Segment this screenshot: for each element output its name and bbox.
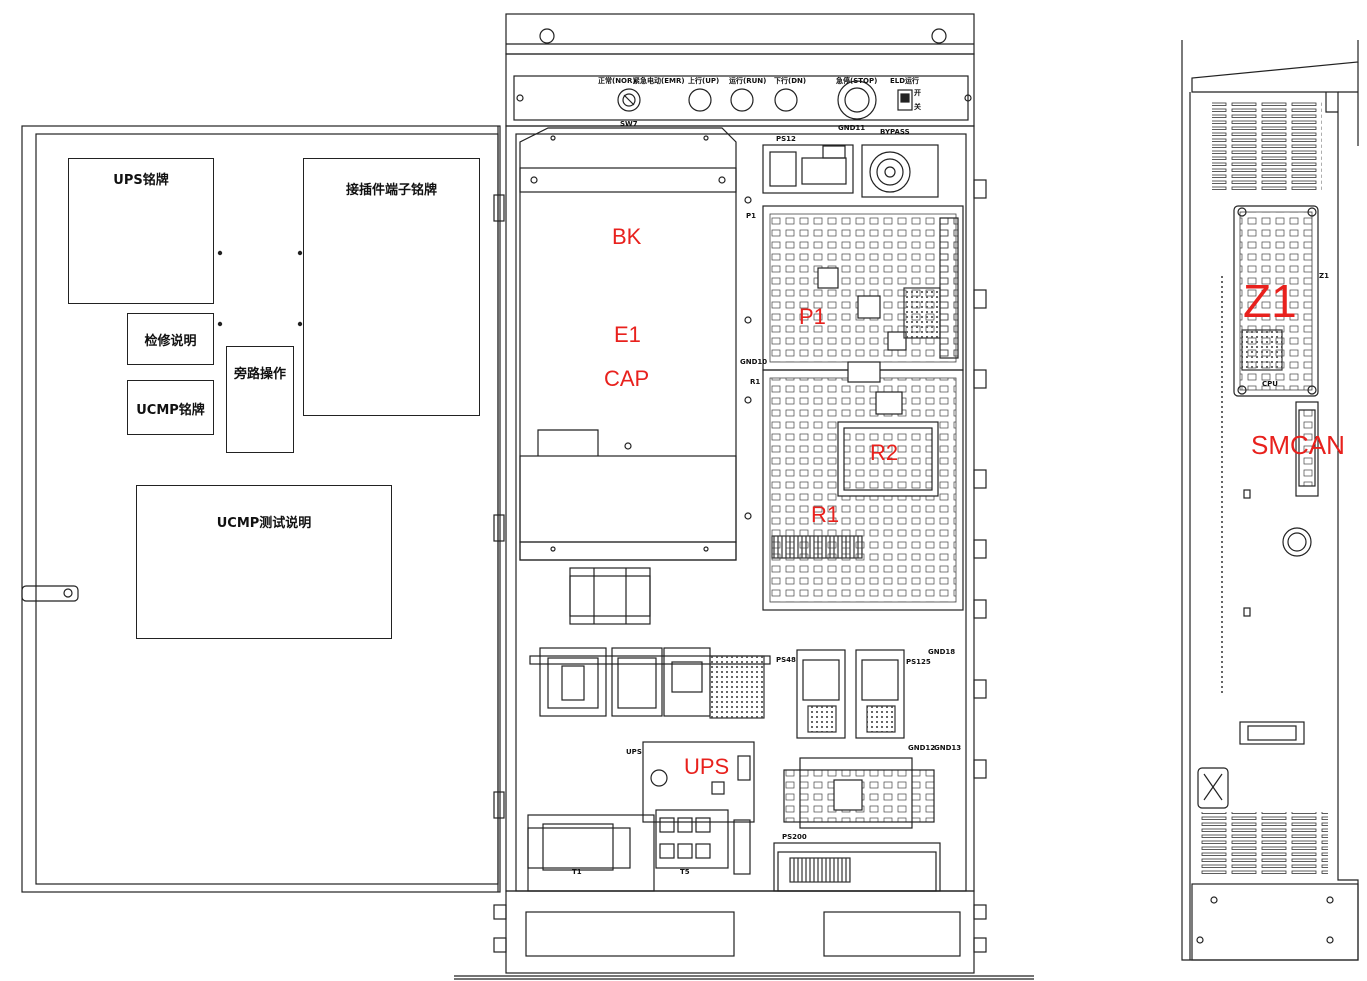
label-eld-run: ELD运行 bbox=[890, 77, 920, 85]
label-normal: 正常(NOR) bbox=[598, 77, 636, 85]
main-cabinet bbox=[454, 13, 1034, 980]
smcan-module bbox=[1295, 401, 1319, 497]
plate-ucmp-test-instructions: UCMP测试说明 bbox=[136, 485, 392, 639]
label-toggle-on: 开 bbox=[914, 89, 921, 97]
plate-service-instructions: 检修说明 bbox=[127, 313, 214, 365]
component-label-p1: P1 bbox=[799, 304, 826, 329]
label-emergency-electric: 紧急电动(EMR) bbox=[633, 77, 685, 85]
label-gnd13: GND13 bbox=[934, 744, 962, 752]
label-ps12: PS12 bbox=[776, 135, 796, 143]
bypass-module bbox=[861, 144, 939, 198]
label-gnd12: GND12 bbox=[908, 744, 936, 752]
door-handle bbox=[21, 585, 79, 602]
plate-ups-nameplate: UPS铭牌 bbox=[68, 158, 214, 304]
label-cpu: CPU bbox=[1262, 380, 1278, 388]
cabinet-side-view bbox=[1181, 40, 1359, 961]
t5-terminal bbox=[655, 809, 751, 875]
component-label-r2: R2 bbox=[870, 440, 899, 465]
label-bypass: BYPASS bbox=[880, 128, 910, 136]
bk-e1-cap-enclosure bbox=[519, 127, 752, 561]
label-ps48: PS48 bbox=[776, 656, 796, 664]
component-label-bk: BK bbox=[612, 224, 642, 249]
label-key-switch: SW7 bbox=[620, 120, 638, 128]
z1-board bbox=[1233, 205, 1319, 397]
terminal-block-cluster bbox=[783, 757, 935, 829]
label-z1-small: Z1 bbox=[1319, 272, 1329, 280]
plate-ucmp-nameplate: UCMP铭牌 bbox=[127, 380, 214, 435]
label-t1: T1 bbox=[572, 868, 582, 876]
label-gnd10: GND10 bbox=[740, 358, 768, 366]
label-gnd11: GND11 bbox=[838, 124, 866, 132]
control-panel-switches bbox=[617, 80, 913, 120]
label-r1-small: R1 bbox=[750, 378, 761, 386]
label-down: 下行(DN) bbox=[774, 77, 807, 85]
label-ps125: PS125 bbox=[906, 658, 931, 666]
label-toggle-off: 关 bbox=[914, 103, 921, 111]
ps12-module bbox=[762, 144, 854, 194]
label-t5: T5 bbox=[680, 868, 690, 876]
t1-transformer bbox=[527, 814, 655, 892]
label-up: 上行(UP) bbox=[688, 77, 720, 85]
r1-r2-board bbox=[762, 361, 964, 611]
ps200-module bbox=[773, 842, 941, 892]
label-stop: 急停(STOP) bbox=[836, 77, 878, 85]
component-label-r1: R1 bbox=[811, 502, 840, 527]
label-p1-small: P1 bbox=[746, 212, 757, 220]
component-label-e1: E1 bbox=[614, 322, 641, 347]
p1-board bbox=[762, 205, 964, 371]
plate-connector-terminal-nameplate: 接插件端子铭牌 bbox=[303, 158, 480, 416]
component-label-z1: Z1 bbox=[1243, 275, 1297, 327]
label-ps200: PS200 bbox=[782, 833, 807, 841]
ups-module bbox=[642, 741, 755, 823]
ps125-module bbox=[855, 649, 905, 739]
plate-bypass-operation: 旁路操作 bbox=[226, 346, 294, 453]
component-label-ups: UPS bbox=[684, 754, 730, 779]
ps48-module bbox=[796, 649, 846, 739]
cabinet-door bbox=[21, 125, 505, 893]
component-label-cap: CAP bbox=[604, 366, 650, 391]
label-gnd18: GND18 bbox=[928, 648, 956, 656]
contactors bbox=[529, 647, 771, 719]
reactor bbox=[569, 567, 651, 625]
label-ups-small: UPS bbox=[626, 748, 642, 756]
component-label-smcan: SMCAN bbox=[1251, 430, 1345, 460]
label-run: 运行(RUN) bbox=[729, 77, 767, 85]
